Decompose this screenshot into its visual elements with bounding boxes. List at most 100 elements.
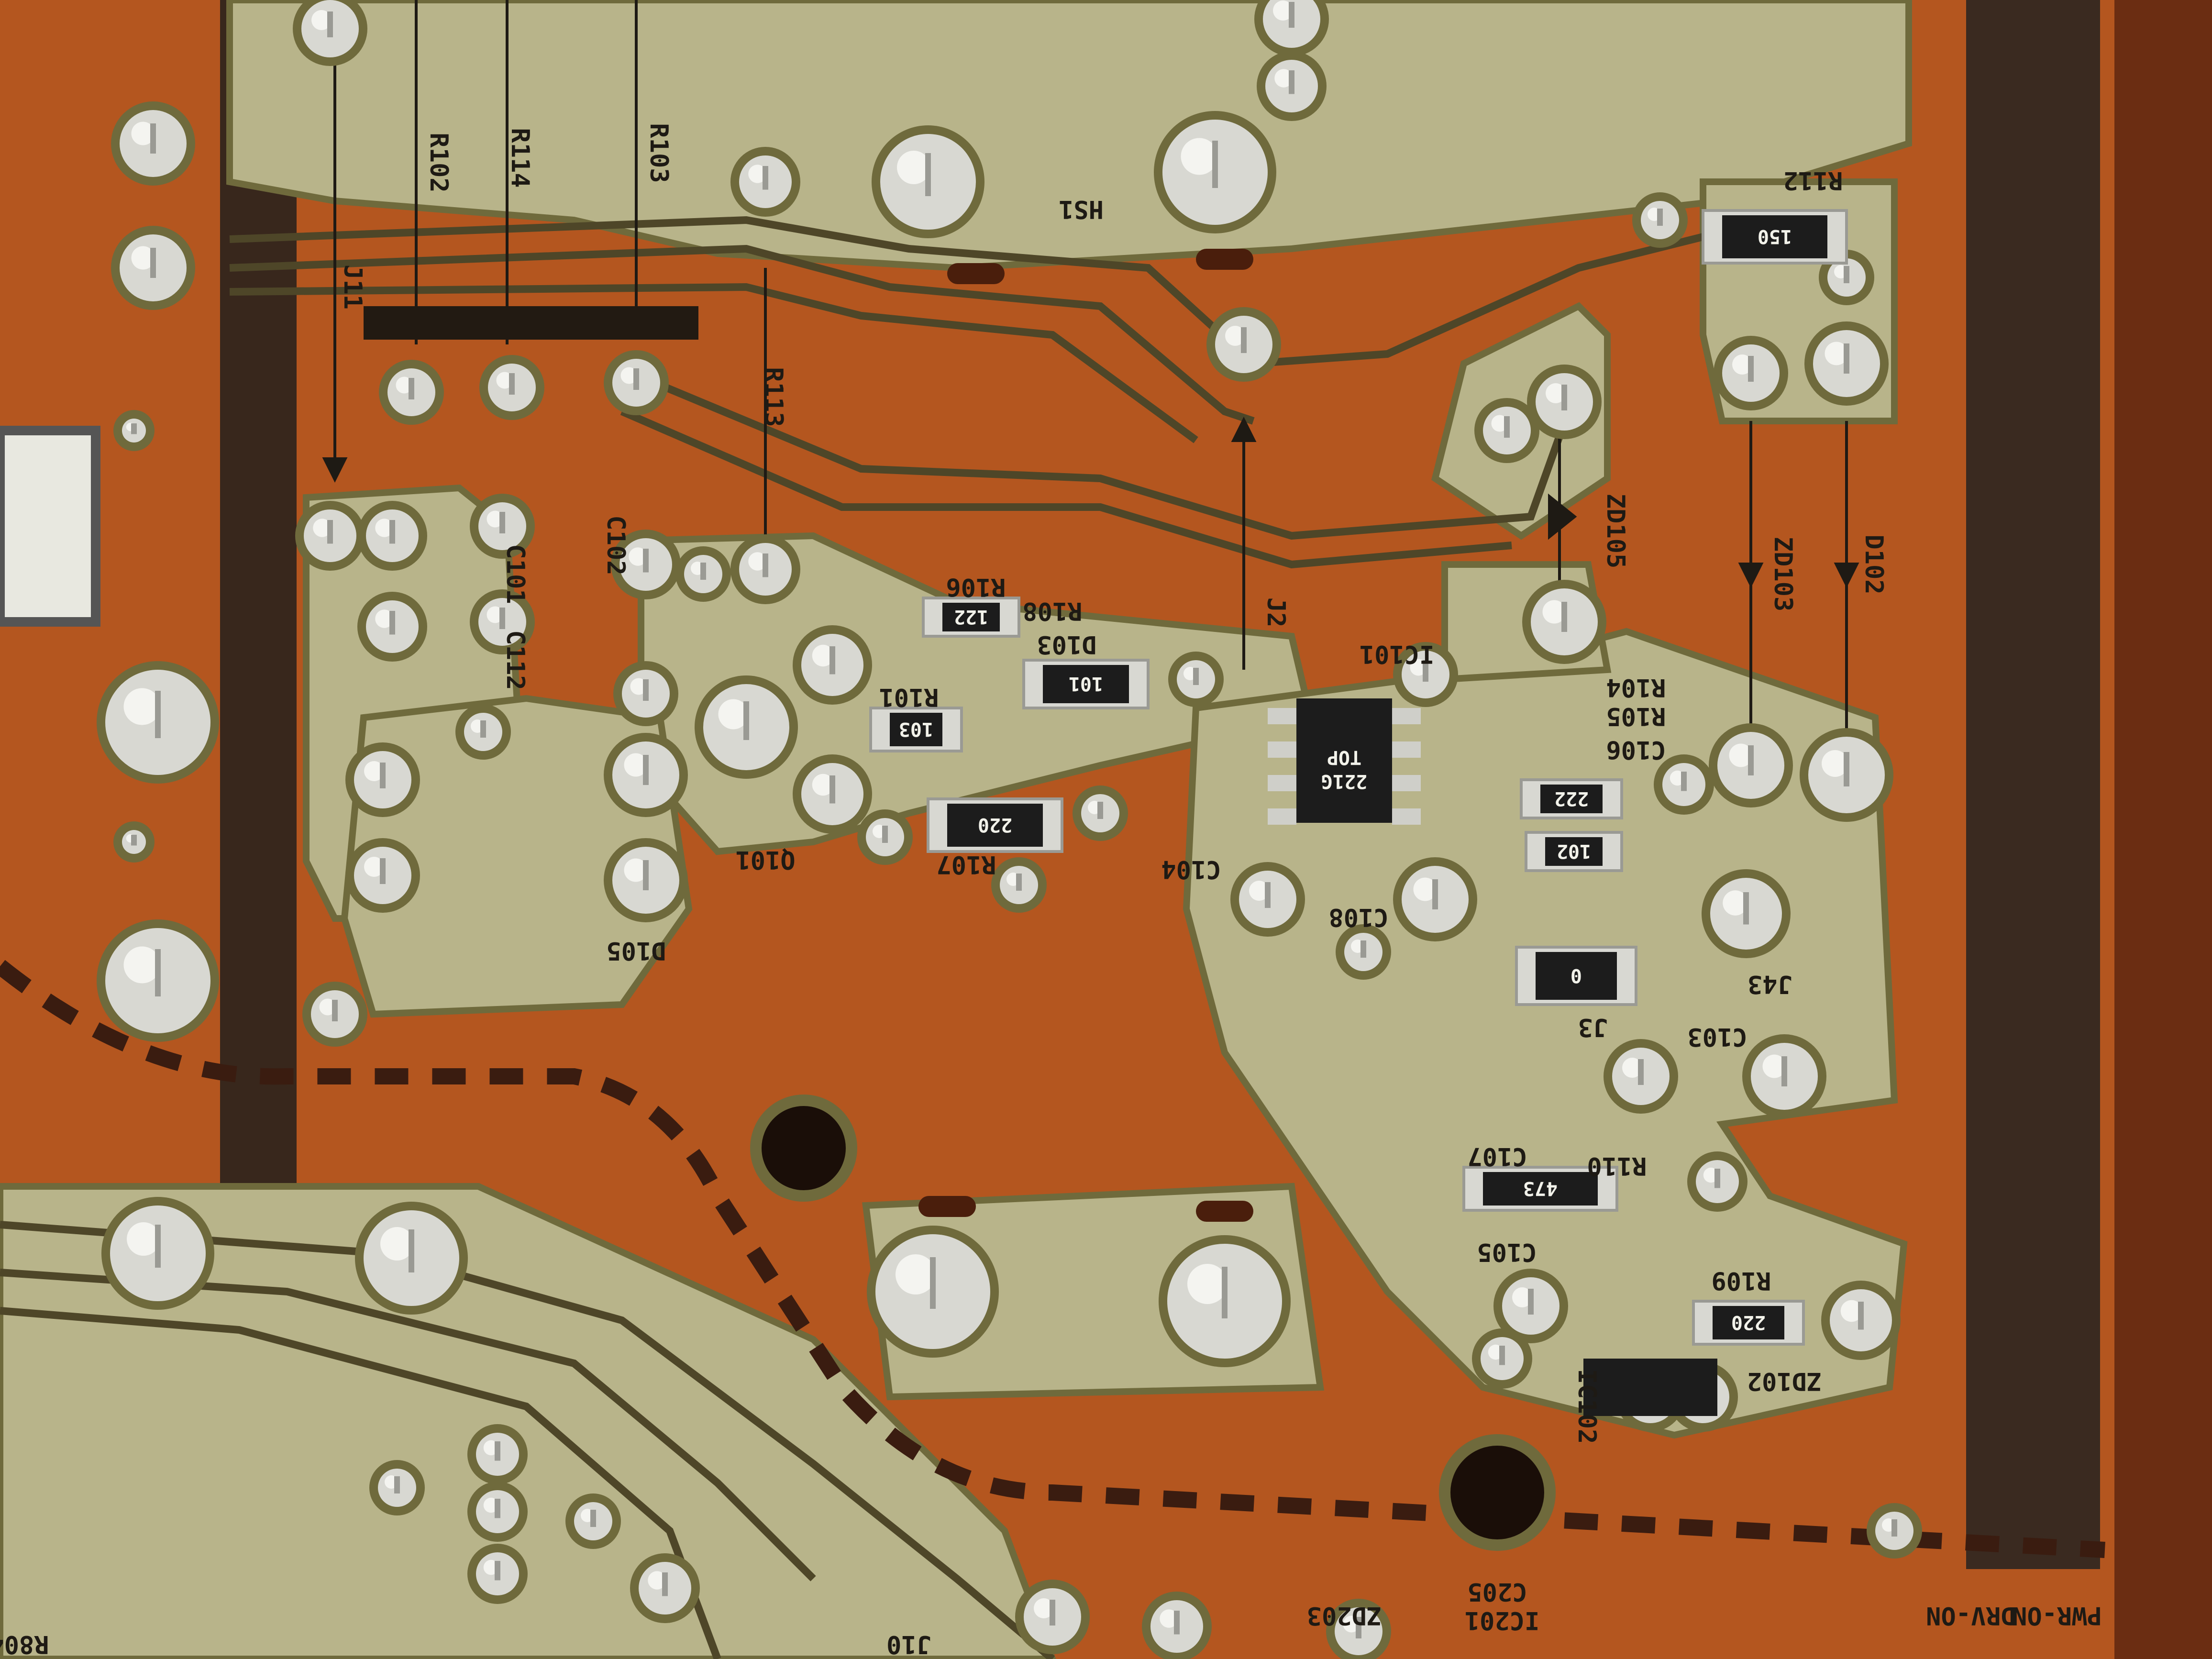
component-lead: [1781, 1056, 1787, 1086]
component-lead: [1289, 2, 1294, 28]
component-lead: [499, 512, 505, 533]
silk-label: J11: [338, 265, 367, 310]
silk-label: C108: [1328, 903, 1388, 931]
solder-highlight: [629, 547, 647, 566]
component-lead: [1016, 874, 1022, 891]
component-lead: [1193, 668, 1199, 685]
solder-pads: [97, 0, 1922, 1659]
component-lead: [155, 949, 161, 996]
component-lead: [1097, 802, 1103, 819]
side-connector: [0, 426, 100, 627]
solder-highlight: [624, 858, 648, 882]
component-lead: [662, 1572, 668, 1596]
component-lead: [590, 1510, 596, 1527]
solder-highlight: [1822, 750, 1848, 777]
component-lead: [1844, 343, 1849, 374]
solder-highlight: [812, 644, 834, 667]
component-lead: [1844, 266, 1849, 283]
solder-highlight: [624, 753, 648, 777]
component-lead: [925, 153, 931, 196]
component-lead: [1748, 745, 1754, 775]
component-lead: [1050, 1600, 1055, 1626]
component-lead: [1681, 772, 1687, 791]
component-lead: [1743, 892, 1749, 925]
component-lead: [1504, 416, 1510, 438]
component-lead: [394, 1476, 400, 1493]
silk-label: R107: [936, 850, 996, 879]
diode-symbols: [322, 417, 1859, 588]
silk-label: HS1: [1059, 195, 1104, 223]
component-lead: [150, 123, 156, 154]
component-lead: [1657, 209, 1663, 226]
solder-highlight: [487, 510, 504, 528]
component-lead: [930, 1257, 936, 1309]
smd-marking: 222: [1554, 787, 1589, 809]
smd-body: [1536, 952, 1617, 1000]
component-lead: [1174, 1611, 1180, 1635]
silk-label: R114: [506, 128, 534, 188]
solder-highlight: [311, 10, 332, 30]
component-lead: [380, 763, 386, 788]
component-lead: [495, 1561, 500, 1581]
solder-highlight: [1542, 600, 1566, 624]
component-lead: [700, 563, 706, 580]
component-lead: [480, 720, 486, 738]
smd-marking: 102: [1557, 840, 1591, 862]
pcb-traces: [0, 216, 1771, 1659]
mounting-hole: [750, 1095, 857, 1202]
silk-label: PWR-ON: [2012, 1601, 2102, 1630]
component-lead: [1289, 70, 1294, 94]
component-lead: [409, 378, 414, 399]
silk-label: R103: [644, 123, 673, 183]
component-lead: [389, 611, 395, 635]
slot-hole: [1196, 1201, 1253, 1222]
smd-marking: 220: [1731, 1311, 1766, 1333]
component-lead: [643, 679, 649, 701]
component-lead: [499, 608, 505, 629]
smd-body: [890, 713, 942, 746]
component-lead: [643, 549, 649, 573]
solder-highlight: [375, 519, 394, 537]
component-lead: [633, 368, 639, 390]
solder-highlight: [131, 246, 155, 270]
solder-highlight: [748, 165, 767, 183]
silk-label: C105: [1477, 1238, 1537, 1266]
silk-label: J3: [1578, 1013, 1608, 1041]
silk-label: C112: [501, 630, 530, 690]
silk-label: R106: [946, 573, 1006, 601]
component-lead: [1360, 940, 1366, 958]
solder-highlight: [1825, 342, 1848, 365]
component-lead: [830, 775, 835, 804]
silk-label: IC201: [1465, 1606, 1540, 1635]
smd-marking: 473: [1523, 1177, 1558, 1199]
silk-label: IC101: [1360, 640, 1435, 668]
solder-highlight: [1622, 1058, 1642, 1078]
board-right-edge: [2114, 0, 2212, 1659]
solder-highlight: [1491, 415, 1508, 432]
solder-highlight: [620, 367, 638, 384]
silk-label: R110: [1587, 1151, 1647, 1180]
solder-highlight: [131, 122, 155, 145]
smd-body: [1043, 665, 1129, 703]
smd-marking: 103: [899, 718, 933, 740]
component-lead: [495, 1499, 500, 1518]
silk-label: C102: [601, 515, 630, 575]
component-lead: [882, 826, 888, 843]
solder-highlight: [487, 606, 504, 623]
component-lead: [763, 553, 768, 577]
solder-highlight: [364, 857, 384, 877]
silk-label: C103: [1687, 1022, 1747, 1051]
silk-label: R104: [1606, 673, 1666, 702]
smd-marking: 101: [1069, 673, 1103, 695]
silk-label: ZD105: [1601, 494, 1630, 569]
silk-label: ZD103: [1769, 537, 1797, 612]
solder-highlight: [396, 376, 413, 394]
solder-highlight: [1762, 1054, 1786, 1078]
component-lead: [409, 1229, 414, 1272]
silk-label: R101: [879, 683, 939, 711]
smd-body: [947, 804, 1043, 847]
smd-body: [942, 603, 1000, 631]
silk-label: J10: [886, 1630, 931, 1659]
solder-highlight: [127, 1222, 160, 1256]
